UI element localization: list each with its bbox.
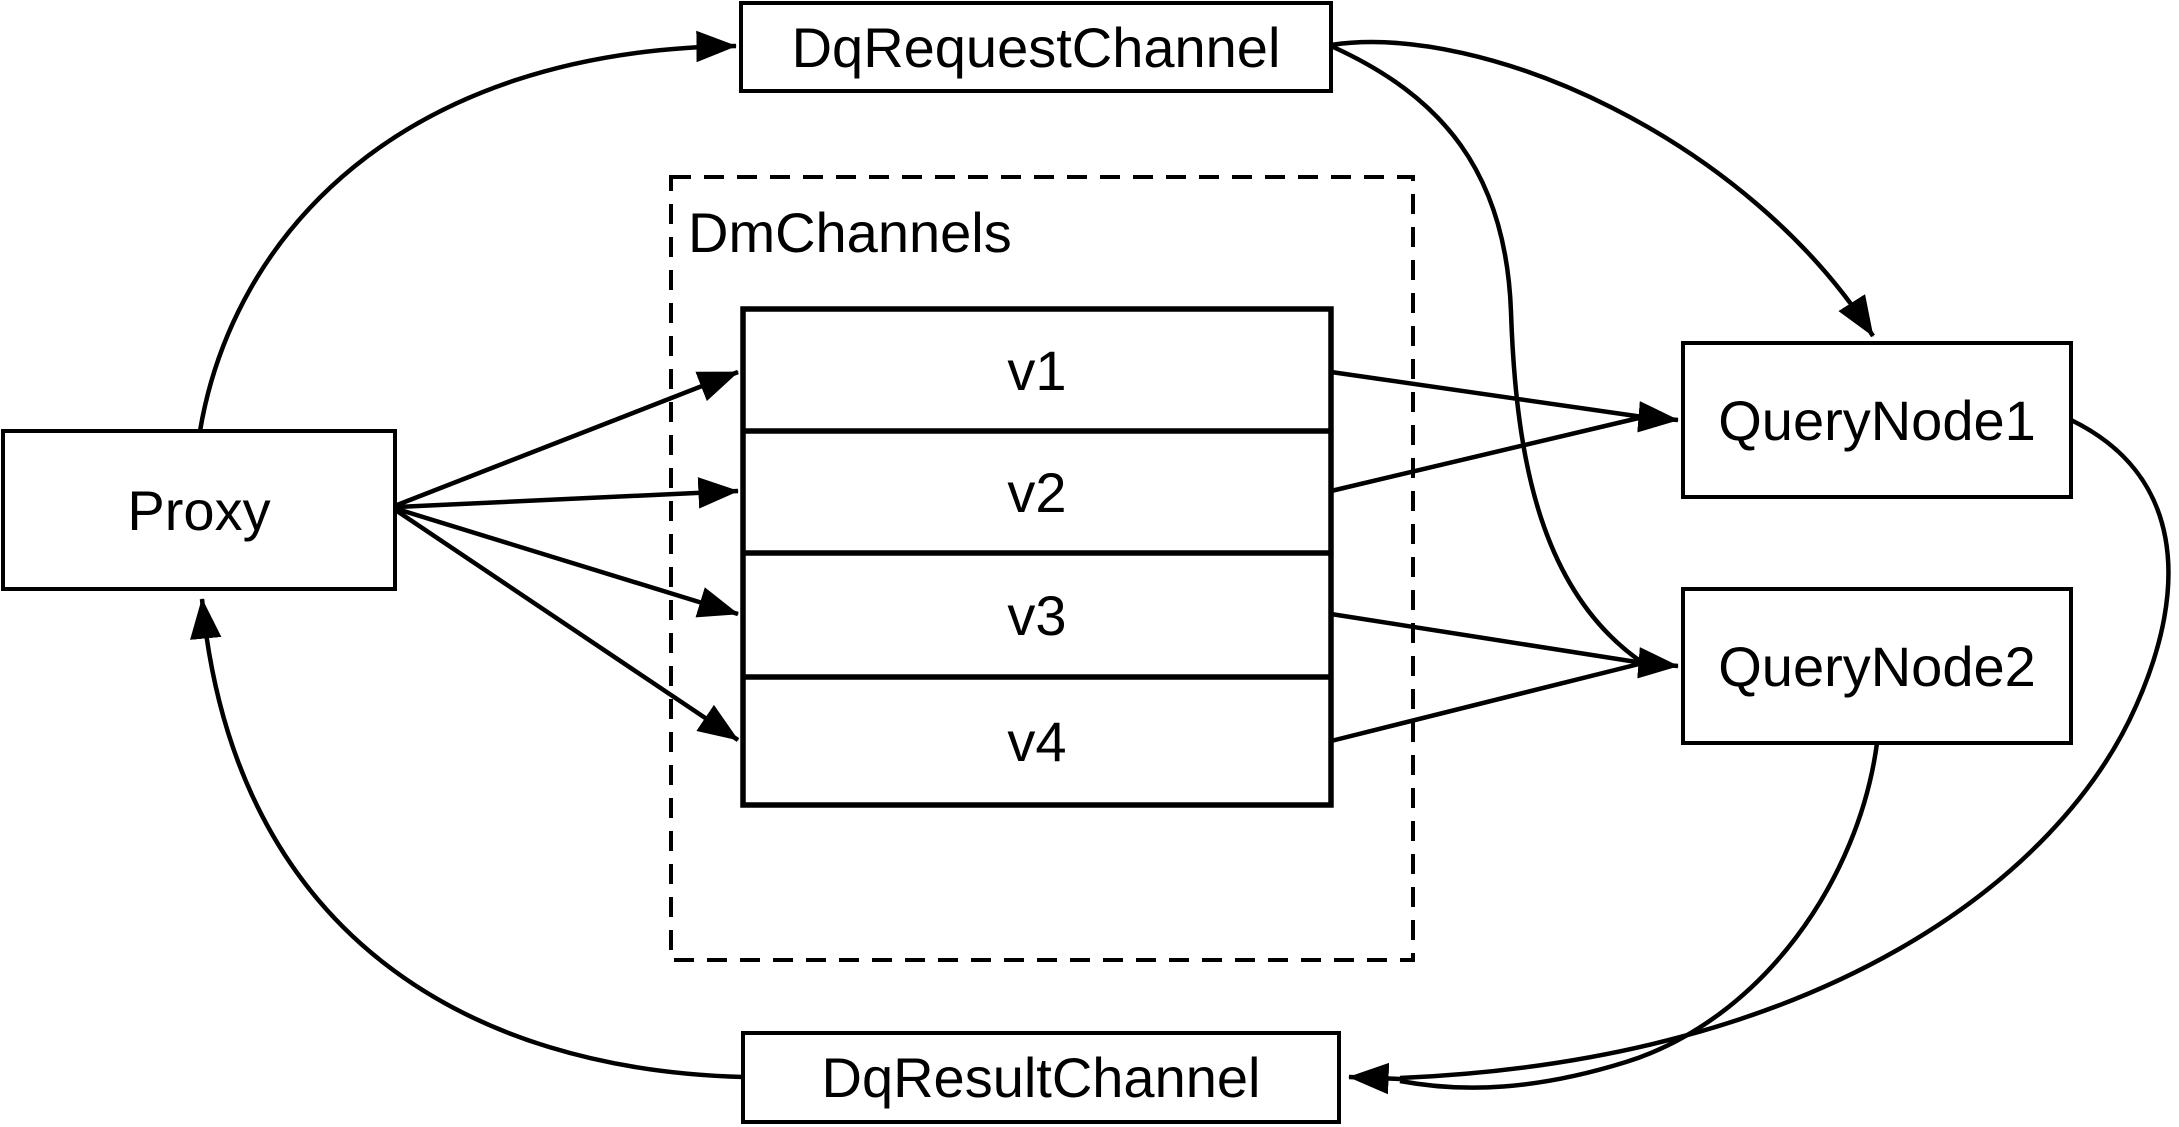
query-node-2-box xyxy=(1681,587,2073,745)
edge-v2-to-querynode1 xyxy=(1330,414,1644,494)
proxy-label: Proxy xyxy=(127,479,270,542)
edge-querynode1-to-dqresultchannel xyxy=(1399,417,2171,1081)
edge-dqrequestchannel-to-querynode2 xyxy=(1330,43,1645,665)
edges xyxy=(190,30,2171,1095)
dq-result-channel-box xyxy=(741,1031,1341,1124)
node-dq-result-channel: DqResultChannel xyxy=(741,1031,1341,1124)
edge-querynode2-to-dqresultchannel xyxy=(1399,742,1880,1090)
channel-row-v1: v1 xyxy=(1007,339,1066,402)
edge-proxy-to-dqrequestchannel xyxy=(197,30,737,432)
node-proxy: Proxy xyxy=(1,429,397,591)
proxy-box xyxy=(1,429,397,591)
arrowhead-into-querynode2-left xyxy=(1637,647,1679,679)
edge-proxy-to-v4 xyxy=(395,509,740,742)
dm-channels-dashed-box xyxy=(669,175,1415,962)
edge-v4-to-querynode2 xyxy=(1330,660,1644,744)
edge-proxy-to-v3 xyxy=(396,506,739,618)
channel-row-v4: v4 xyxy=(1007,710,1066,773)
arrowhead-into-dqresultchannel-right xyxy=(1348,1062,1401,1095)
node-query-node-2: QueryNode2 xyxy=(1681,587,2073,745)
edge-v3-to-querynode2 xyxy=(1330,611,1644,666)
edge-v1-to-querynode1 xyxy=(1330,369,1644,420)
dm-channels-group: DmChannels xyxy=(669,175,1415,962)
channel-row-v3: v3 xyxy=(1007,584,1066,647)
dq-result-channel-label: DqResultChannel xyxy=(822,1046,1261,1109)
edge-proxy-to-v2 xyxy=(396,477,739,510)
arrowhead-into-querynode1-left xyxy=(1637,401,1679,433)
dm-channels-label: DmChannels xyxy=(688,201,1012,264)
query-node-1-label: QueryNode1 xyxy=(1718,389,2036,452)
dq-request-channel-label: DqRequestChannel xyxy=(792,16,1281,79)
channel-table-border xyxy=(740,306,1334,808)
edge-proxy-to-v1 xyxy=(396,369,739,508)
edge-dqrequestchannel-to-querynode1 xyxy=(1330,39,1875,338)
node-dq-request-channel: DqRequestChannel xyxy=(739,1,1333,93)
dq-request-channel-box xyxy=(739,1,1333,93)
channel-row-v2: v2 xyxy=(1007,461,1066,524)
query-node-1-box xyxy=(1681,341,2073,499)
node-query-node-1: QueryNode1 xyxy=(1681,341,2073,499)
channel-table: v1 v2 v3 v4 xyxy=(740,306,1334,808)
query-node-2-label: QueryNode2 xyxy=(1718,635,2036,698)
edge-dqresultchannel-to-proxy xyxy=(190,598,744,1080)
